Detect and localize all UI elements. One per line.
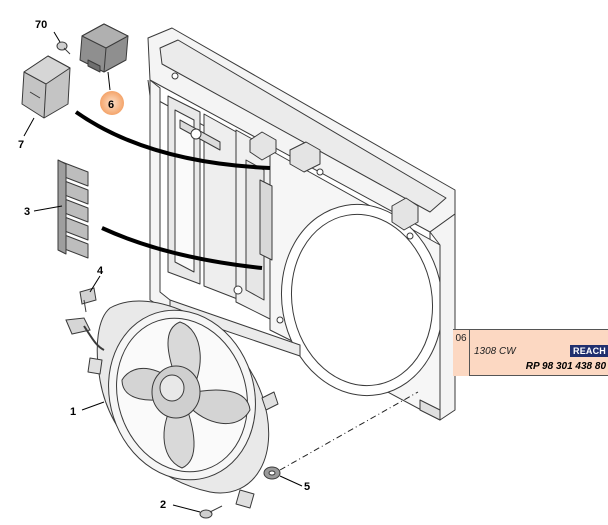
routing-line-upper: [74, 110, 271, 170]
fan-assembly: [87, 300, 279, 509]
callout-6-highlight: [100, 91, 124, 115]
part-7-cover: [21, 55, 71, 119]
routing-line-lower: [101, 226, 263, 270]
part-position-number: 06: [453, 330, 470, 376]
part-70-screw: [56, 41, 71, 55]
radiator-support-frame: [147, 27, 456, 421]
callout-2: 2: [160, 499, 166, 511]
callout-leaders: [23, 31, 303, 513]
part-reference-number: RP 98 301 438 80: [525, 361, 606, 372]
part-3-grille: [57, 159, 89, 259]
part-2-bolt: [199, 505, 223, 519]
alignment-line: [279, 391, 419, 471]
callout-3: 3: [24, 206, 30, 218]
part-4-clip: [79, 287, 97, 313]
reach-badge: REACH: [570, 345, 608, 357]
callout-5: 5: [304, 481, 310, 493]
part-6-resistor: [79, 23, 129, 73]
fan-connector: [65, 317, 105, 351]
part-code: 1308 CW: [474, 346, 516, 357]
callout-70: 70: [35, 19, 47, 31]
callout-4: 4: [97, 265, 104, 277]
part-5-washer: [263, 466, 281, 480]
callout-7: 7: [18, 139, 24, 151]
callout-6: 6: [108, 99, 114, 111]
part-info-panel[interactable]: 06 1308 CW REACH RP 98 301 438 80: [453, 329, 608, 376]
callout-1: 1: [70, 406, 76, 418]
